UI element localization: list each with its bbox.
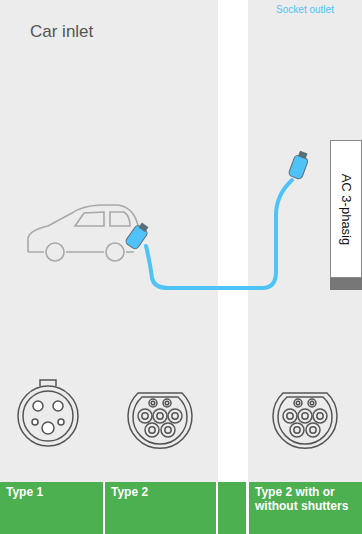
type2-inlet-icon	[128, 393, 192, 448]
node-label: Car inlet	[30, 22, 218, 42]
car-plug	[125, 221, 151, 250]
socket-panel-ground	[248, 0, 362, 534]
socket-outlet-box: AC 3-phasig	[330, 140, 362, 278]
type-band: Type 2	[105, 482, 216, 534]
car-inlet-panel: Car inletType 1 Type 2	[0, 0, 218, 534]
charging-cable	[146, 180, 292, 288]
type-band: Type 2 with or without shutters	[249, 482, 362, 534]
node-label: Type 1	[6, 486, 97, 500]
bar-divider	[216, 482, 218, 534]
socket-base	[330, 278, 362, 290]
node-label: Socket outlet	[250, 4, 360, 16]
car-outline	[28, 205, 140, 261]
node-label: Type 2	[111, 486, 210, 500]
type-band: Type 1	[0, 482, 103, 534]
car-panel-ground	[0, 0, 218, 534]
socket-plug	[288, 150, 310, 180]
node-label: AC 3-phasig	[339, 173, 354, 245]
type2-socket-icon	[273, 393, 337, 448]
socket-outlet-panel: Socket outlet AC 3-phasigType 2 with or w…	[248, 0, 362, 534]
node-label: Type 2 with or without shutters	[255, 486, 356, 514]
green-bar	[0, 482, 362, 534]
type1-inlet-icon	[18, 380, 78, 446]
